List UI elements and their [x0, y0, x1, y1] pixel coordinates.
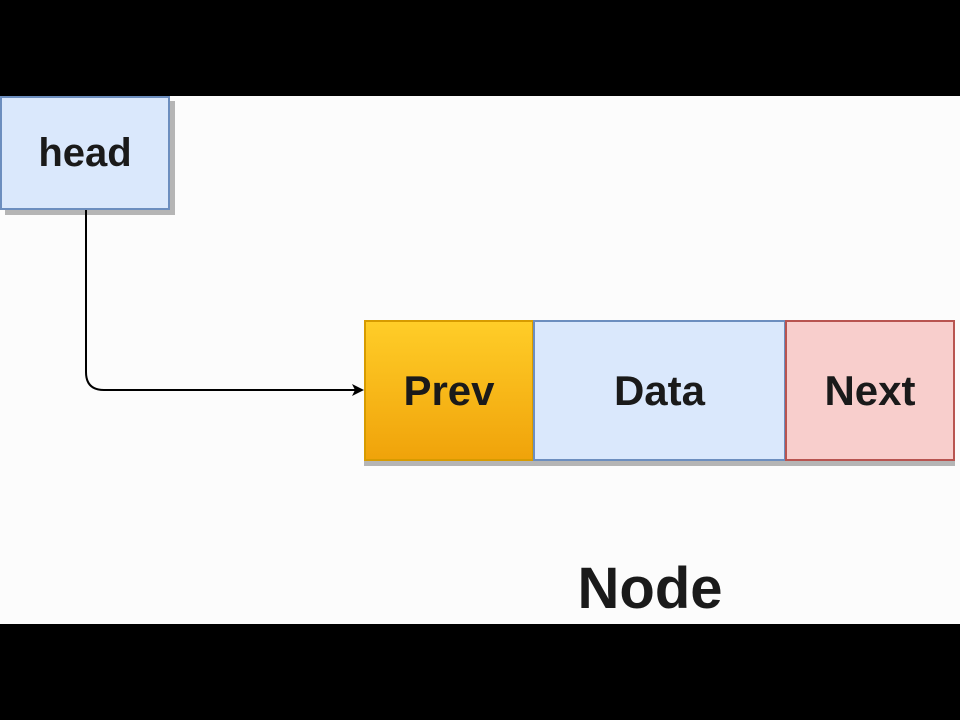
node-data-cell: Data — [533, 320, 786, 461]
head-label: head — [38, 130, 132, 175]
node-prev-cell: Prev — [364, 320, 534, 461]
letterbox-bottom — [0, 624, 960, 720]
head-pointer-box: head — [0, 96, 170, 210]
data-label: Data — [613, 366, 706, 414]
node-next-cell: Next — [785, 320, 955, 461]
prev-label: Prev — [403, 366, 495, 414]
letterbox-top — [0, 0, 960, 96]
node-caption: Node — [577, 555, 723, 621]
next-label: Next — [824, 366, 916, 414]
